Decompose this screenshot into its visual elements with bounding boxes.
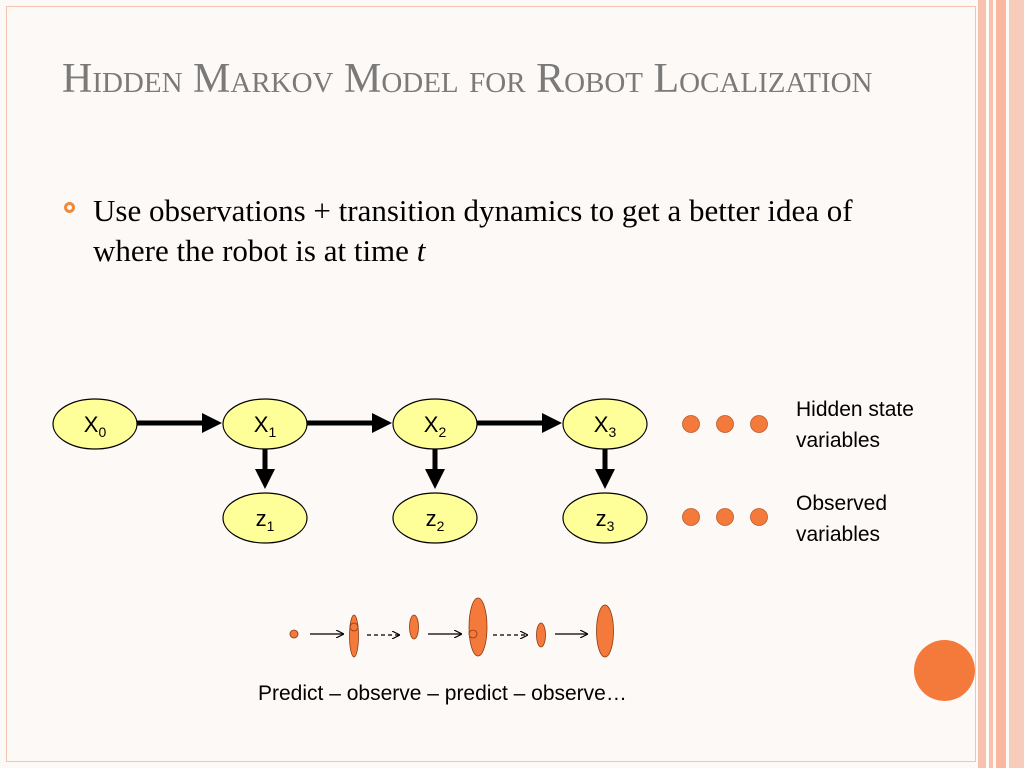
- belief-predict-3: [596, 604, 614, 658]
- svg-text:z3: z3: [596, 506, 615, 534]
- right-band-1: [978, 0, 986, 768]
- observed-node-z1-sub: 1: [267, 518, 275, 534]
- observed-node-z2: z2: [392, 492, 478, 544]
- hidden-node-x1-sub: 1: [268, 424, 276, 440]
- slide-border: [6, 6, 976, 762]
- diagram-caption: Predict – observe – predict – observe…: [258, 682, 627, 705]
- hidden-node-x2-sub: 2: [438, 424, 446, 440]
- svg-text:z2: z2: [426, 506, 445, 534]
- belief-sequence: [289, 597, 614, 658]
- observed-node-z3-sub: 3: [607, 518, 615, 534]
- hidden-node-x0: X0: [52, 398, 138, 450]
- bullet-item: Use observations + transition dynamics t…: [64, 191, 904, 271]
- hidden-ellipsis-dots: [682, 415, 768, 433]
- slide-title: Hidden Markov Model for Robot Localizati…: [62, 56, 873, 102]
- right-band-3: [996, 0, 1006, 768]
- svg-text:X2: X2: [424, 412, 447, 440]
- hidden-node-x0-letter: X: [84, 412, 99, 437]
- hidden-node-x3-sub: 3: [608, 424, 616, 440]
- bullet-circle-icon: [64, 202, 75, 213]
- hidden-node-x1-letter: X: [254, 412, 269, 437]
- belief-predict-2: [468, 597, 488, 657]
- decorative-circle: [914, 640, 975, 701]
- svg-text:X3: X3: [594, 412, 617, 440]
- hidden-node-x3: X3: [562, 398, 648, 450]
- bullet-emphasis: t: [416, 233, 426, 268]
- observation-dot-2: [468, 629, 478, 639]
- svg-text:X1: X1: [254, 412, 277, 440]
- svg-text:z1: z1: [256, 506, 275, 534]
- observed-node-z3: z3: [562, 492, 648, 544]
- observed-node-z2-letter: z: [426, 506, 437, 531]
- observed-node-z3-letter: z: [596, 506, 607, 531]
- observed-node-z1-letter: z: [256, 506, 267, 531]
- observation-dot-1: [349, 622, 359, 632]
- hidden-node-x2: X2: [392, 398, 478, 450]
- right-band-4: [1009, 0, 1024, 768]
- hidden-node-x3-letter: X: [594, 412, 609, 437]
- observed-node-z1: z1: [222, 492, 308, 544]
- observed-ellipsis-dots: [682, 508, 768, 526]
- hidden-state-label: Hidden state variables: [796, 398, 914, 452]
- observed-node-z2-sub: 2: [437, 518, 445, 534]
- bullet-text: Use observations + transition dynamics t…: [93, 193, 853, 268]
- belief-predict-1: [349, 614, 359, 658]
- observed-variables-label: Observed variables: [796, 492, 888, 546]
- belief-start-dot: [289, 629, 299, 639]
- right-band-2: [989, 0, 993, 768]
- belief-observe-1: [409, 614, 419, 640]
- svg-text:X0: X0: [84, 412, 107, 440]
- hidden-node-x2-letter: X: [424, 412, 439, 437]
- hidden-node-x0-sub: 0: [98, 424, 106, 440]
- belief-observe-2: [536, 622, 546, 648]
- hidden-node-x1: X1: [222, 398, 308, 450]
